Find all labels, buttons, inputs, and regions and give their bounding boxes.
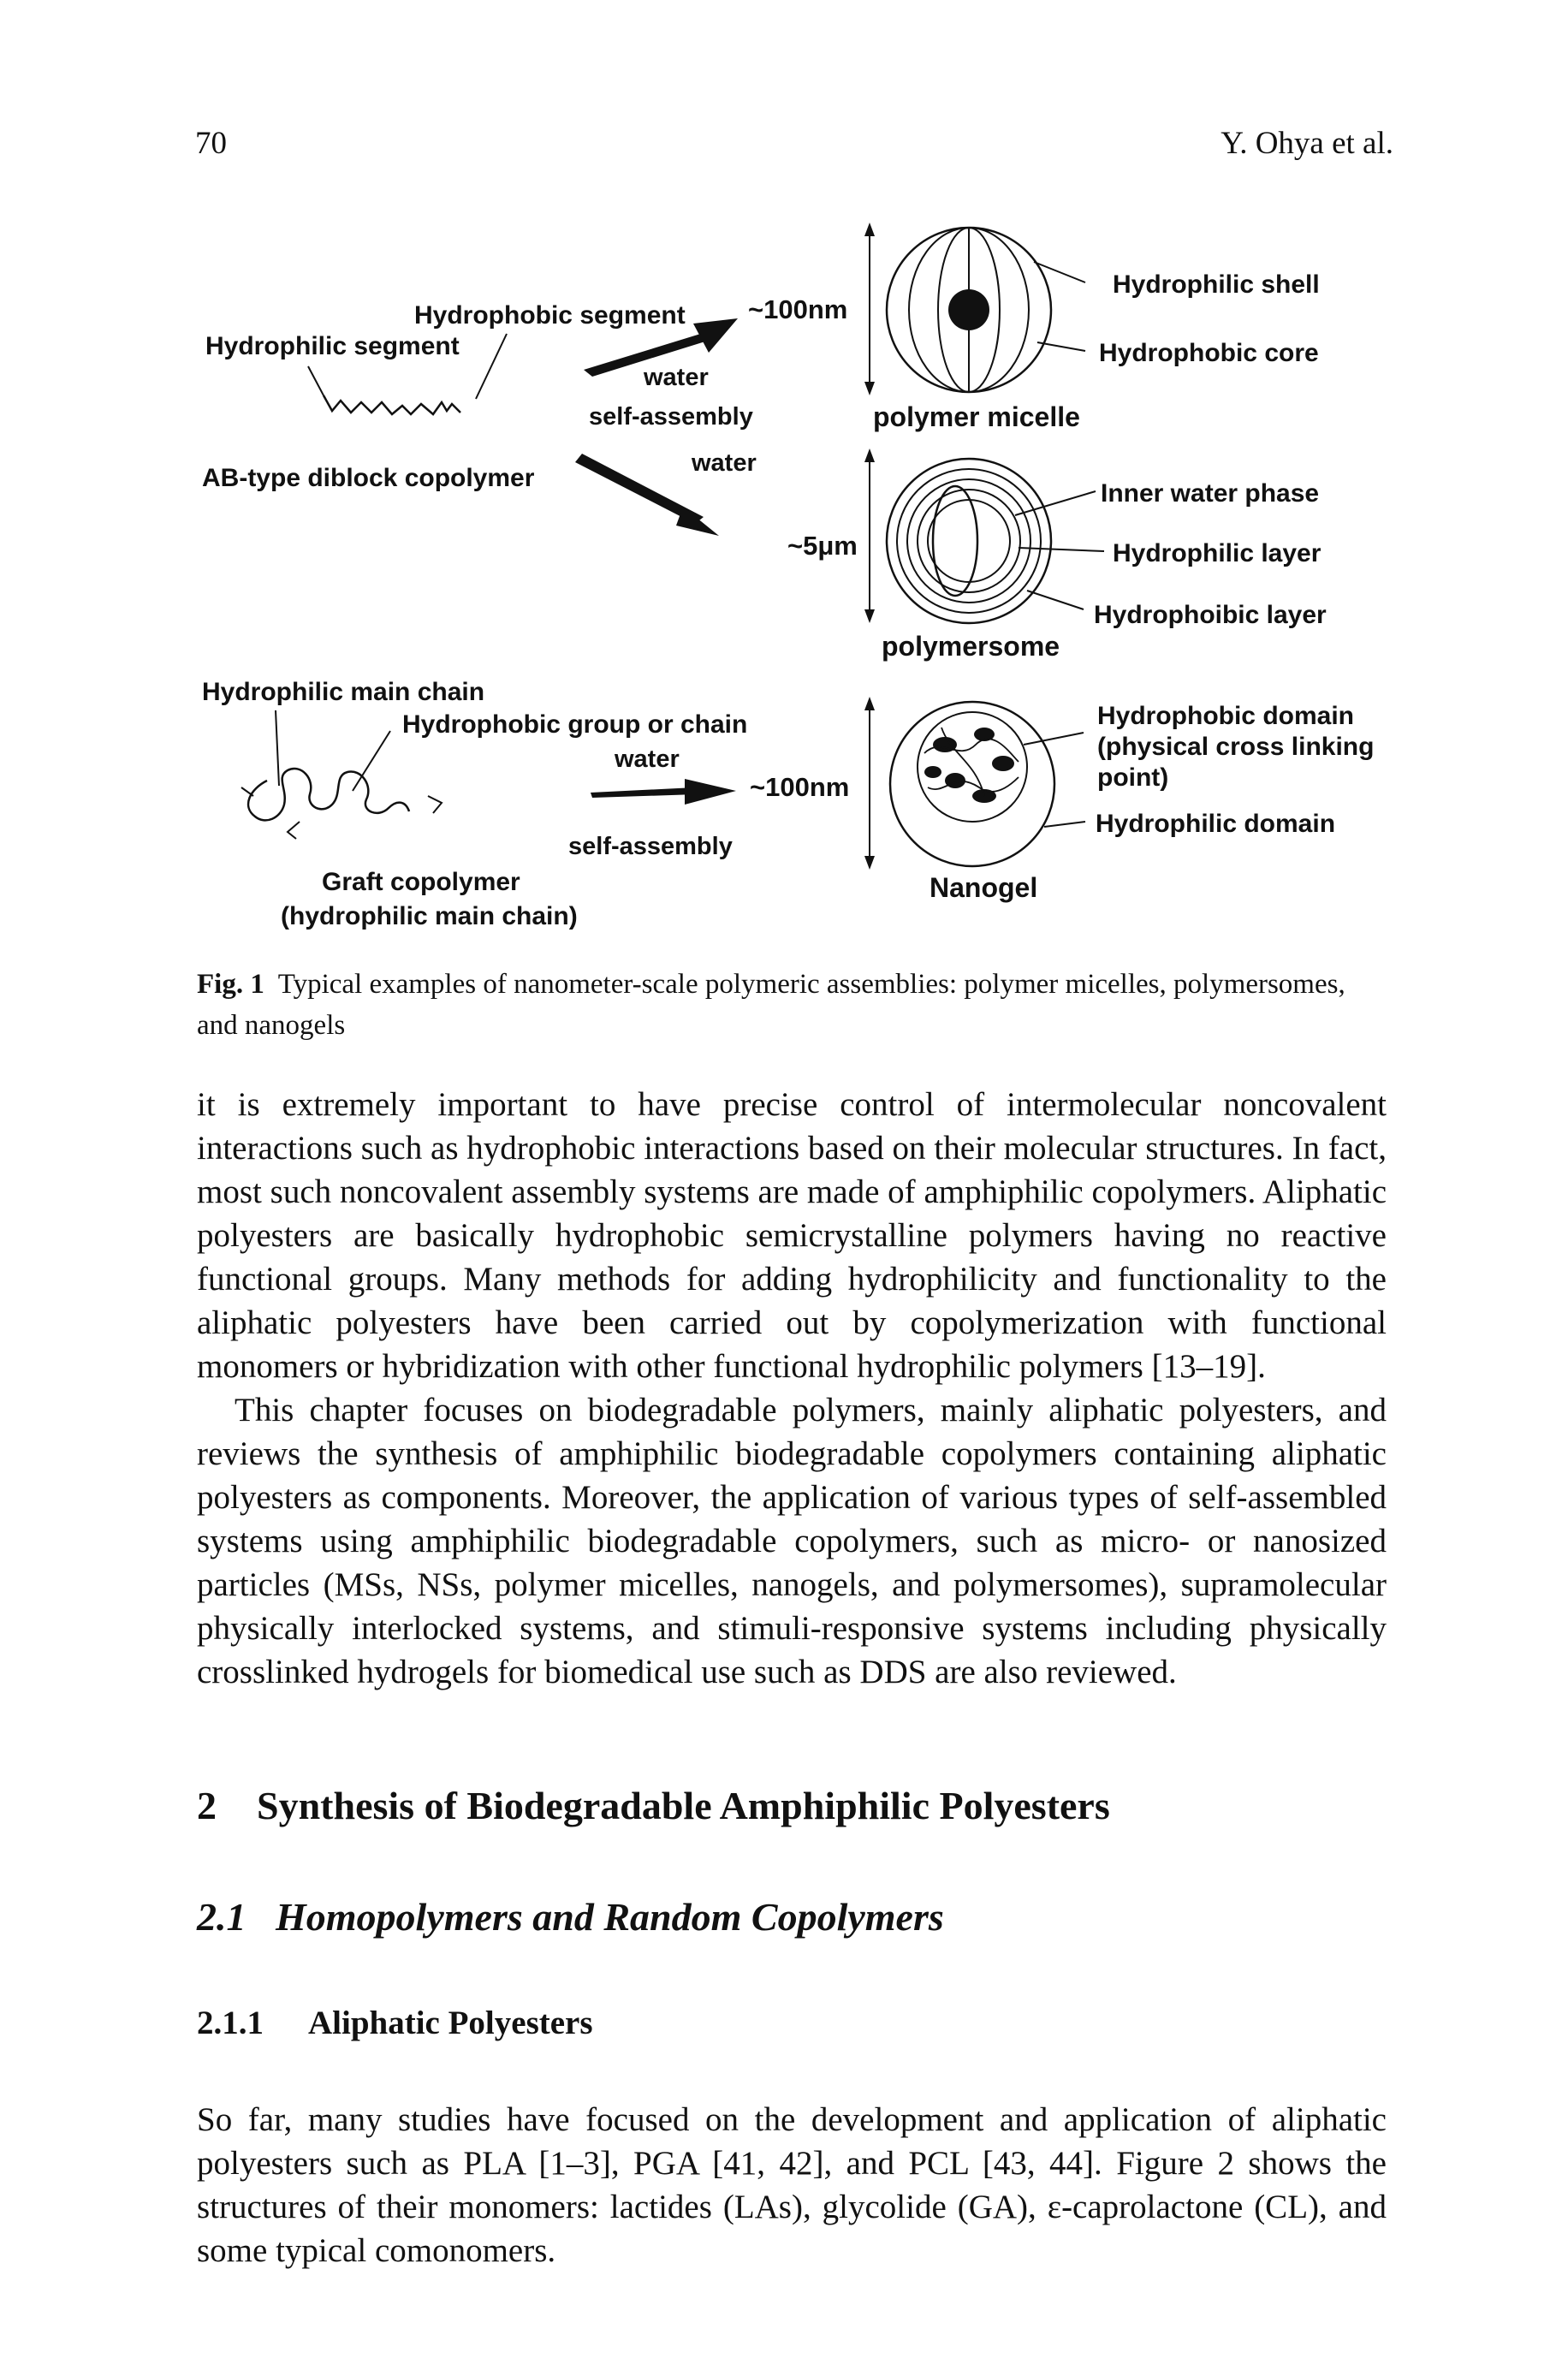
label-hydrophobic-domain-note: (physical cross linking: [1097, 733, 1374, 761]
subsubsection-heading: 2.1.1 Aliphatic Polyesters: [197, 2004, 593, 2042]
micelle-icon: [885, 226, 1053, 394]
label-polymersome-size: ~5μm: [787, 531, 858, 561]
figure-caption: Fig. 1 Typical examples of nanometer-sca…: [197, 965, 1387, 1047]
section-heading: 2 Synthesis of Biodegradable Amphiphilic …: [197, 1783, 1110, 1828]
label-hydrophobic-segment: Hydrophobic segment: [414, 301, 686, 330]
nanogel-icon: [888, 700, 1056, 868]
label-water-upper: water: [643, 364, 709, 391]
subsubsection-number: 2.1.1: [197, 2005, 264, 2041]
label-hydrophobic-group: Hydrophobic group or chain: [402, 710, 747, 739]
paragraph-1: it is extremely important to have precis…: [197, 1086, 1387, 1385]
label-hydrophobic-domain: Hydrophobic domain: [1097, 702, 1354, 730]
label-inner-water-phase: Inner water phase: [1101, 479, 1319, 508]
label-graft-copolymer: Graft copolymer: [322, 868, 520, 896]
self-assembly-arrow-upper: [584, 329, 719, 377]
figure-caption-text: Typical examples of nanometer-scale poly…: [197, 969, 1345, 1041]
subsubsection-title: Aliphatic Polyesters: [308, 2005, 593, 2041]
hydrophilic-leader-line: [307, 365, 324, 396]
label-hydrophilic-main-chain: Hydrophilic main chain: [202, 678, 484, 706]
label-polymer-micelle: polymer micelle: [873, 401, 1080, 432]
running-head: Y. Ohya et al.: [1221, 126, 1393, 161]
paragraph-2: This chapter focuses on biodegradable po…: [197, 1392, 1387, 1690]
figure-1-diagram: Hydrophobic segment Hydrophilic segment …: [202, 223, 1374, 930]
label-hydrophobic-layer: Hydrophoibic layer: [1094, 601, 1327, 629]
subsection-heading: 2.1 Homopolymers and Random Copolymers: [197, 1894, 944, 1939]
graft-chain-icon: [246, 767, 411, 822]
label-self-assembly-upper: self-assembly: [589, 403, 753, 431]
subsection-number: 2.1: [197, 1895, 246, 1939]
paragraph-3: So far, many studies have focused on the…: [197, 2101, 1387, 2269]
label-hydrophilic-segment: Hydrophilic segment: [205, 332, 460, 360]
label-micelle-size: ~100nm: [748, 294, 847, 324]
page-number: 70: [195, 126, 227, 161]
figure-label: Fig. 1: [197, 969, 264, 1000]
self-assembly-arrow-graft: [591, 787, 697, 798]
self-assembly-arrow-lower: [575, 454, 704, 524]
polymersome-icon: [885, 457, 1053, 625]
label-hydrophilic-layer: Hydrophilic layer: [1113, 539, 1322, 567]
label-graft-main-chain-note: (hydrophilic main chain): [281, 902, 578, 930]
label-hydrophilic-shell: Hydrophilic shell: [1113, 270, 1320, 299]
section-number: 2: [197, 1784, 217, 1827]
label-water-lower: water: [691, 449, 757, 477]
label-nanogel-size: ~100nm: [750, 772, 849, 802]
label-hydrophobic-core: Hydrophobic core: [1099, 339, 1319, 367]
diblock-chain-icon: [322, 395, 461, 416]
label-hydrophobic-domain-note-2: point): [1097, 763, 1168, 792]
label-self-assembly-graft: self-assembly: [568, 833, 733, 860]
label-hydrophilic-domain: Hydrophilic domain: [1096, 810, 1335, 838]
label-polymersome: polymersome: [882, 631, 1060, 662]
arrowhead-upper: [693, 318, 738, 353]
subsection-title: Homopolymers and Random Copolymers: [276, 1895, 944, 1939]
label-diblock-copolymer: AB-type diblock copolymer: [202, 464, 535, 492]
section-title: Synthesis of Biodegradable Amphiphilic P…: [257, 1784, 1110, 1827]
label-water-graft: water: [614, 745, 680, 773]
arrowhead-lower: [676, 507, 719, 536]
label-nanogel: Nanogel: [930, 872, 1037, 903]
hydrophobic-leader-line: [475, 333, 508, 400]
